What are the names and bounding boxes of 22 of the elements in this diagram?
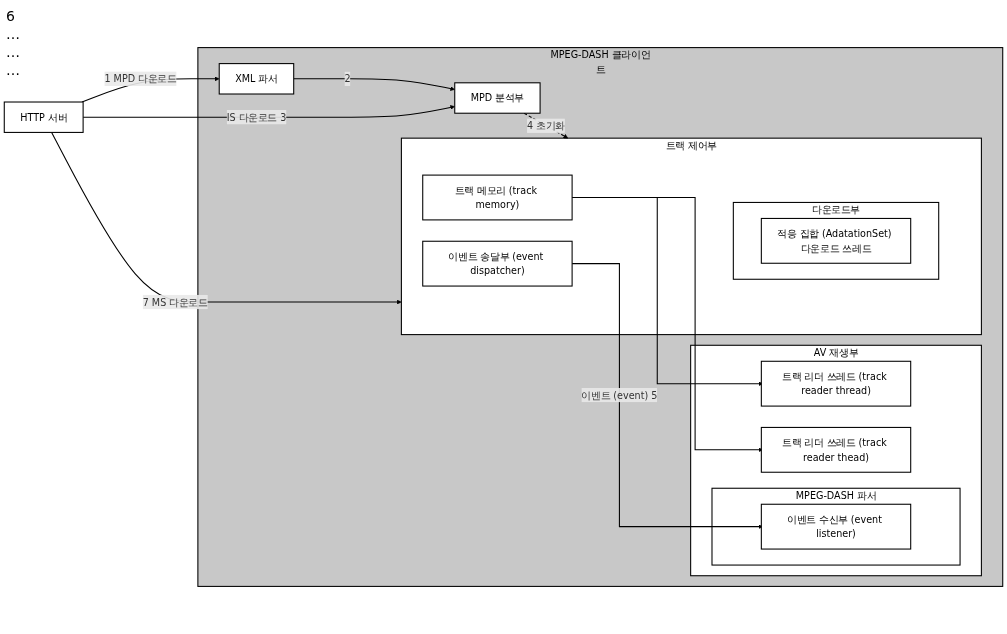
node-box: 이벤트 송달부 (event dispatcher) bbox=[422, 240, 573, 287]
note-label: … bbox=[6, 44, 21, 60]
node-box: 적응 집합 (AdatationSet) 다운로드 쓰레드 bbox=[760, 217, 912, 264]
node-box: 트랙 리더 쓰레드 (track reader thead) bbox=[760, 426, 912, 473]
node-box: 트랙 메모리 (track memory) bbox=[422, 174, 573, 221]
edge-label: 2 bbox=[344, 73, 351, 85]
edge-label: IS 다운로드 3 bbox=[226, 111, 287, 123]
note-label: 6 bbox=[6, 8, 16, 24]
node-box: XML 파서 bbox=[218, 63, 295, 95]
node-box: MPD 분석부 bbox=[454, 82, 541, 114]
node-box: 이벤트 수신부 (event listener) bbox=[760, 503, 912, 550]
arrow bbox=[51, 131, 402, 305]
edge-label: 7 MS 다운로드 bbox=[142, 296, 208, 308]
arrow bbox=[523, 112, 569, 139]
edge-label: 이벤트 (event) 5 bbox=[581, 389, 658, 401]
arrow bbox=[293, 78, 455, 91]
node-box: 트랙 리더 쓰레드 (track reader thread) bbox=[760, 360, 912, 407]
edge-label: 1 MPD 다운로드 bbox=[104, 73, 177, 85]
node-box: HTTP 서버 bbox=[3, 101, 84, 133]
edge-label: 4 초기화 bbox=[527, 120, 565, 132]
note-label: … bbox=[6, 26, 21, 42]
note-label: … bbox=[6, 62, 21, 78]
